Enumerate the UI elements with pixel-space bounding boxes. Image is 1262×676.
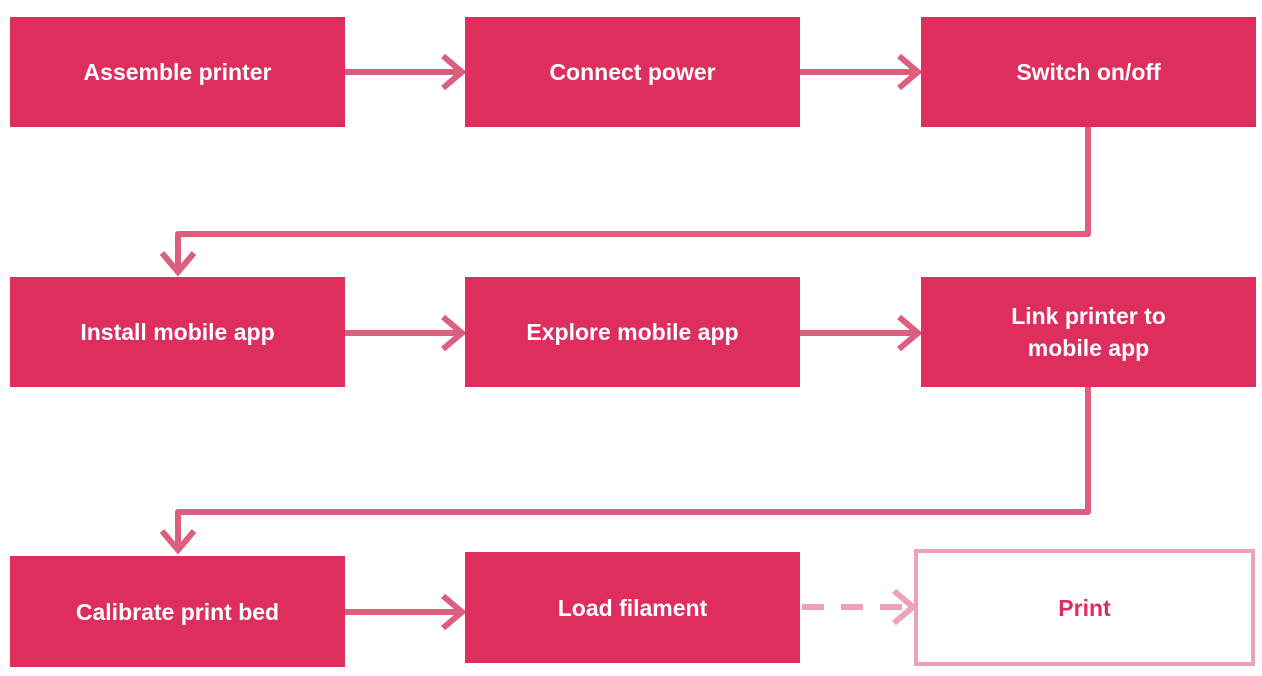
step-label: Print [1058, 594, 1111, 621]
step-label: Install mobile app [80, 319, 275, 345]
step-switch-on-off: Switch on/off [921, 17, 1256, 127]
step-label: Load filament [557, 594, 708, 621]
step-connect-power: Connect power [465, 17, 800, 127]
step-load-filament: Load filament [465, 552, 800, 663]
step-calibrate-print-bed: Calibrate print bed [10, 556, 345, 667]
arrow-explore-to-link [800, 314, 923, 352]
arrow-link-to-calibrate [159, 387, 1091, 555]
step-print: Print [914, 549, 1255, 666]
arrow-power-to-switch [800, 53, 923, 91]
step-label: Switch on/off [1016, 59, 1161, 85]
step-link-printer: Link printer to mobile app [921, 277, 1256, 387]
arrow-filament-to-print [802, 588, 918, 626]
arrow-switch-to-install [159, 126, 1091, 277]
step-assemble-printer: Assemble printer [10, 17, 345, 127]
step-label: Calibrate print bed [75, 598, 280, 625]
step-label: Connect power [549, 59, 716, 85]
step-explore-mobile-app: Explore mobile app [465, 277, 800, 387]
step-install-mobile-app: Install mobile app [10, 277, 345, 387]
step-label: Link printer to mobile app [1011, 303, 1166, 361]
step-label: Explore mobile app [526, 319, 739, 345]
arrow-install-to-explore [345, 314, 467, 352]
arrow-assemble-to-power [345, 53, 467, 91]
step-label: Assemble printer [83, 59, 272, 85]
arrow-calibrate-to-filament [345, 593, 467, 631]
